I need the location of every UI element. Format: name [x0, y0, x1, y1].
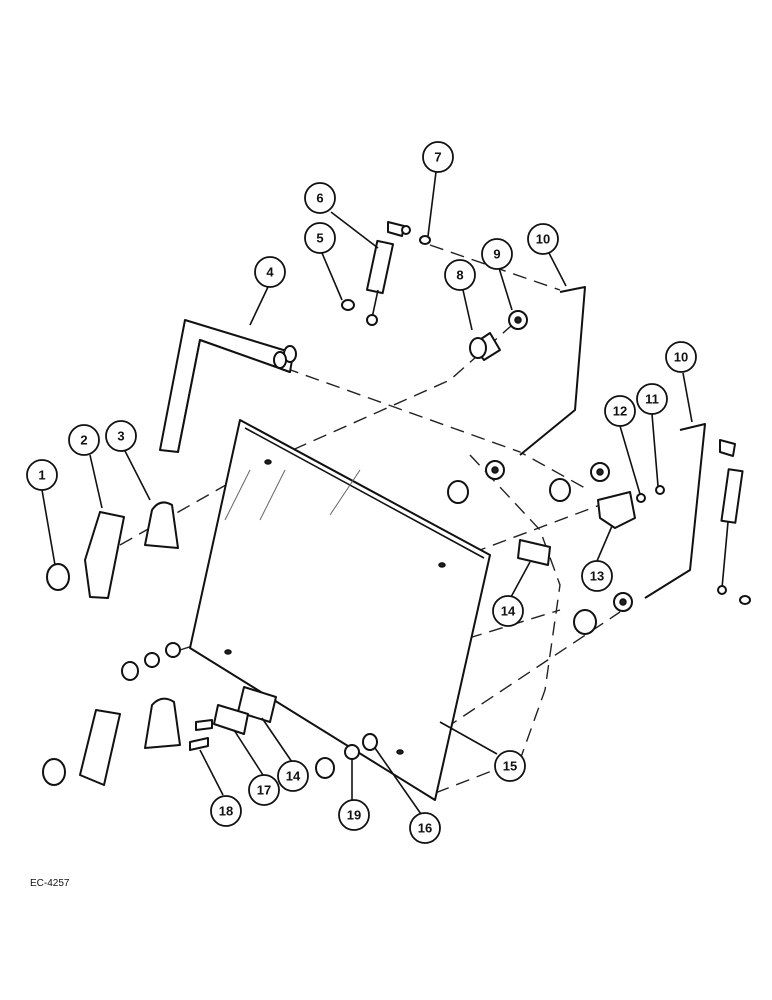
- callout-1: 1: [26, 459, 58, 491]
- middle-bushings: [447, 460, 610, 504]
- lower-knob: [315, 733, 378, 779]
- gas-strut-upper: [341, 221, 431, 326]
- callout-18: 18: [210, 795, 242, 827]
- callout-9: 9: [481, 238, 513, 270]
- support-rod-upper: [519, 286, 586, 456]
- callout-18-label: 18: [219, 804, 233, 819]
- support-rod-right: [644, 423, 751, 605]
- callout-14-right: 14: [492, 595, 524, 627]
- callout-7: 7: [422, 141, 454, 173]
- callout-4-label: 4: [266, 265, 274, 280]
- callout-10-right: 10: [665, 341, 697, 373]
- callout-6-label: 6: [316, 191, 323, 206]
- callout-1-label: 1: [38, 468, 45, 483]
- hinge-upper: [46, 501, 179, 599]
- callout-8: 8: [444, 259, 476, 291]
- callout-15: 15: [494, 750, 526, 782]
- lower-pads: [189, 686, 277, 751]
- callout-16: 16: [409, 812, 441, 844]
- callout-5-label: 5: [316, 231, 323, 246]
- callout-11: 11: [636, 383, 668, 415]
- seal-strip: [159, 319, 297, 453]
- callout-2-label: 2: [80, 433, 87, 448]
- drawing-code: EC-4257: [30, 878, 70, 889]
- callout-16-label: 16: [418, 821, 432, 836]
- callout-14-lower-label: 14: [286, 769, 301, 784]
- callout-10-upper: 10: [527, 223, 559, 255]
- callout-8-label: 8: [456, 268, 463, 283]
- callout-5: 5: [304, 222, 336, 254]
- callout-3: 3: [105, 420, 137, 452]
- callout-13-label: 13: [590, 569, 604, 584]
- callout-11-label: 11: [645, 392, 659, 407]
- callout-10-right-label: 10: [674, 350, 688, 365]
- callout-14-right-label: 14: [501, 604, 516, 619]
- callout-19: 19: [338, 799, 370, 831]
- callout-15-label: 15: [503, 759, 517, 774]
- callout-19-label: 19: [347, 808, 361, 823]
- callouts: 1 2 3 4 5 6 7 8 9 10 10 11 12 13 14 14 1…: [26, 141, 697, 844]
- callout-14-lower: 14: [277, 760, 309, 792]
- callout-4: 4: [254, 256, 286, 288]
- callout-leaders: [41, 171, 693, 815]
- callout-12-label: 12: [613, 404, 627, 419]
- callout-12: 12: [604, 395, 636, 427]
- callout-6: 6: [304, 182, 336, 214]
- hinge-lower: [42, 642, 181, 786]
- callout-9-label: 9: [493, 247, 500, 262]
- upper-bushing: [469, 310, 528, 361]
- latch-block: [597, 485, 665, 529]
- callout-3-label: 3: [117, 429, 124, 444]
- callout-10-upper-label: 10: [536, 232, 550, 247]
- callout-17-label: 17: [257, 783, 271, 798]
- lower-right-bushing: [573, 592, 633, 635]
- pad-right: [517, 539, 551, 566]
- callout-7-label: 7: [434, 150, 441, 165]
- callout-17: 17: [248, 774, 280, 806]
- callout-13: 13: [581, 560, 613, 592]
- glass-panel: [189, 419, 491, 801]
- callout-2: 2: [68, 424, 100, 456]
